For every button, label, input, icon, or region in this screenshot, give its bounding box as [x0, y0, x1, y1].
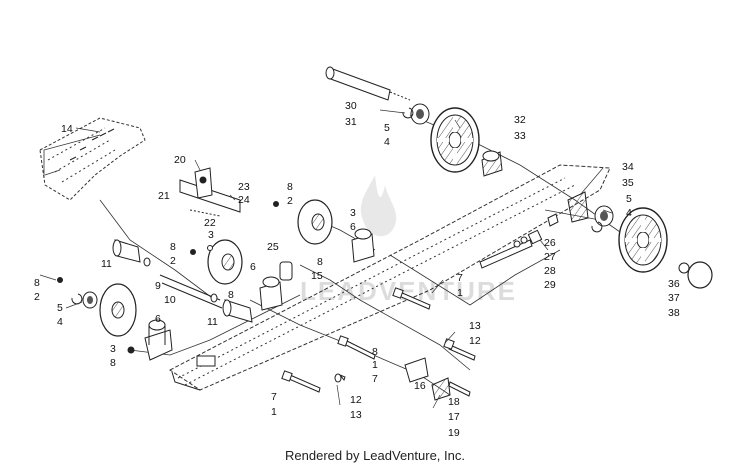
rear-axle-upper	[325, 66, 411, 101]
callout-3-c3: 3	[350, 207, 356, 219]
callout-leaders	[39, 109, 613, 409]
callout-4-right: 4	[626, 207, 632, 219]
callout-11-lower: 11	[207, 316, 218, 328]
idler-wheel-left	[57, 277, 137, 337]
callout-10: 10	[164, 294, 176, 306]
callout-21: 21	[158, 190, 170, 202]
callout-8-c3: 8	[287, 181, 293, 193]
callout-25: 25	[267, 241, 279, 253]
callout-3-left: 3	[110, 343, 116, 355]
idler-wheel-rear-lower	[547, 191, 713, 289]
callout-6-left: 6	[155, 313, 161, 325]
callout-31: 31	[345, 116, 357, 128]
callout-35: 35	[622, 177, 634, 189]
axle-assembly-lower-left	[127, 319, 173, 361]
callout-7-bottom: 7	[271, 391, 277, 403]
callout-18: 18	[448, 396, 460, 408]
callout-29: 29	[544, 279, 556, 291]
watermark: LEADVENTURE	[300, 175, 517, 306]
callout-13-right: 13	[469, 320, 481, 332]
callout-12-right: 12	[469, 335, 481, 347]
callout-7-mid: 7	[372, 373, 378, 385]
callout-8-c1: 8	[170, 241, 176, 253]
callout-8-mid: 8	[372, 346, 378, 358]
callout-1-right: 1	[457, 287, 463, 299]
callout-13-bottom: 13	[350, 409, 362, 421]
callout-38: 38	[668, 307, 680, 319]
callout-20: 20	[174, 154, 186, 166]
callout-9: 9	[155, 280, 161, 292]
callout-6-c2: 6	[250, 261, 256, 273]
callout-30: 30	[345, 100, 357, 112]
callout-32: 32	[514, 114, 526, 126]
idler-wheel-center	[190, 239, 243, 285]
callout-23: 23	[238, 181, 250, 193]
callout-16: 16	[414, 380, 426, 392]
callout-6-c3: 6	[350, 221, 356, 233]
callout-8-left: 8	[34, 277, 40, 289]
callout-26: 26	[544, 237, 556, 249]
callout-5-top: 5	[384, 122, 390, 134]
callout-1-bottom: 1	[271, 406, 277, 418]
idler-wheel-rear-upper	[402, 103, 480, 173]
footer-credit: Rendered by LeadVenture, Inc.	[285, 448, 465, 463]
wheel-hub-upper	[481, 150, 503, 177]
shaft-lower	[210, 293, 253, 323]
callout-2-left: 2	[34, 291, 40, 303]
slide-rail-left	[39, 117, 146, 201]
callout-17: 17	[448, 411, 460, 423]
track-adjuster	[479, 229, 543, 269]
callout-8-left-lower: 8	[110, 357, 116, 369]
callout-37: 37	[668, 292, 680, 304]
skid-frame-right	[169, 164, 611, 391]
callout-8-c4: 8	[317, 256, 323, 268]
callout-33: 33	[514, 130, 526, 142]
callout-12-bottom: 12	[350, 394, 362, 406]
callout-36: 36	[668, 278, 680, 290]
callout-3-c1: 3	[208, 229, 214, 241]
callout-5-right: 5	[626, 193, 632, 205]
callout-7-right: 7	[457, 272, 463, 284]
callout-4-top: 4	[384, 136, 390, 148]
callout-14: 14	[61, 123, 73, 135]
callout-2-c3: 2	[287, 195, 293, 207]
callout-19: 19	[448, 427, 460, 439]
idler-wheel-upper	[273, 199, 375, 263]
callout-4-left: 4	[57, 316, 63, 328]
callout-22: 22	[204, 217, 216, 229]
callout-2-c1: 2	[170, 255, 176, 267]
callout-24: 24	[238, 194, 250, 206]
axle-assembly-center	[259, 261, 293, 311]
callout-28: 28	[544, 265, 556, 277]
callout-27: 27	[544, 251, 556, 263]
watermark-text: LEADVENTURE	[300, 276, 517, 306]
bolts	[281, 287, 476, 401]
callout-labels: 14 20 21 22 23 24 11 8 2 3 9 10 8 11 8 2…	[34, 100, 680, 439]
callout-11-upper: 11	[101, 258, 112, 270]
shock-mount	[179, 167, 241, 217]
callout-5-left: 5	[57, 302, 63, 314]
callout-8-c2: 8	[228, 289, 234, 301]
callout-15: 15	[311, 270, 323, 282]
callout-34: 34	[622, 161, 634, 173]
callout-1-mid: 1	[372, 359, 378, 371]
shaft-upper	[112, 239, 223, 309]
